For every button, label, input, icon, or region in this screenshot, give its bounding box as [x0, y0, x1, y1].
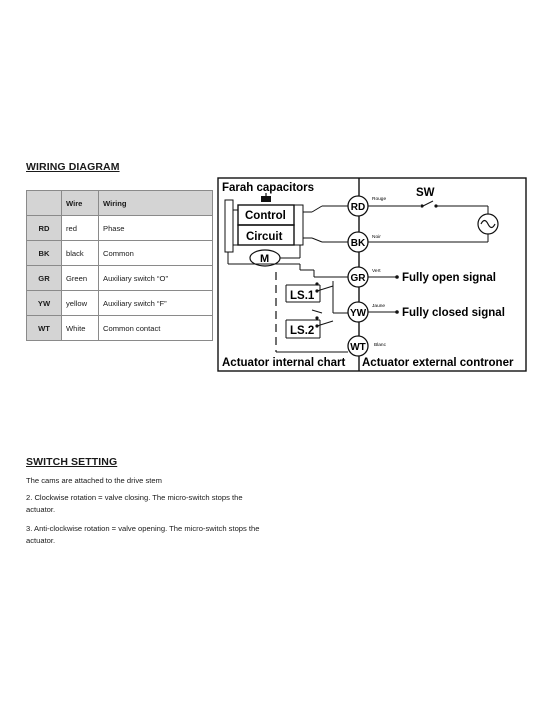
- connector-block: [293, 204, 304, 246]
- terminal-bk: BK: [347, 231, 369, 253]
- wire-code: GR: [26, 265, 62, 291]
- table-row: GR Green Auxiliary switch “O”: [26, 265, 213, 291]
- terminal-wt: WT: [347, 335, 369, 357]
- motor-label: M: [260, 253, 269, 265]
- terminal-rd: RD: [347, 195, 369, 217]
- terminal-gr-label: GR: [351, 273, 367, 284]
- table-header-wiring: Wiring: [98, 190, 213, 216]
- capacitor-cell: [224, 199, 234, 253]
- wiring-diagram-heading: WIRING DIAGRAM: [26, 161, 120, 173]
- terminal-bk-label: BK: [351, 238, 366, 249]
- wire-function: Phase: [98, 215, 213, 241]
- switch-paragraph-2: 2. Clockwise rotation = valve closing. T…: [26, 493, 243, 514]
- terminal-gr: GR: [347, 266, 369, 288]
- ls1-label: LS.1: [290, 290, 315, 302]
- table-header-row: Wire Wiring: [26, 190, 213, 216]
- terminal-note-rouge: Rouge: [372, 196, 386, 202]
- sw-label: SW: [416, 187, 435, 199]
- wire-function: Auxiliary switch “F”: [98, 290, 213, 316]
- switch-paragraph-3: 3. Anti-clockwise rotation = valve openi…: [26, 524, 260, 545]
- table-row: YW yellow Auxiliary switch “F”: [26, 290, 213, 316]
- terminal-note-vert: Vert: [372, 268, 381, 274]
- table-row: WT White Common contact: [26, 315, 213, 341]
- terminal-rd-label: RD: [351, 202, 365, 213]
- terminal-yw-label: YW: [350, 308, 367, 319]
- closed-signal-label: Fully closed signal: [402, 307, 505, 319]
- capacitors-label: Farah capacitors: [222, 182, 314, 194]
- wire-function: Common: [98, 240, 213, 266]
- wire-function: Auxiliary switch “O”: [98, 265, 213, 291]
- switch-contact-icon: [420, 204, 424, 208]
- external-controller-label: Actuator external controner: [362, 357, 514, 369]
- ac-source-icon: [477, 213, 499, 235]
- closed-signal-dot-icon: [395, 310, 399, 314]
- table-row: RD red Phase: [26, 215, 213, 241]
- open-signal-label: Fully open signal: [402, 272, 496, 284]
- ls2-contact-icon: [315, 316, 319, 320]
- terminal-wt-label: WT: [350, 342, 366, 353]
- wire-code: WT: [26, 315, 62, 341]
- internal-chart-label: Actuator internal chart: [222, 357, 345, 369]
- switch-paragraph-1: The cams are attached to the drive stem: [26, 476, 162, 485]
- wire-function: Common contact: [98, 315, 213, 341]
- wire-color: Green: [61, 265, 99, 291]
- terminal-note-blanc: Blanc: [374, 342, 387, 348]
- terminal-yw: YW: [347, 301, 369, 323]
- schematic-frame: [217, 177, 527, 372]
- wiring-table: Wire Wiring RD red Phase BK black Common…: [26, 190, 213, 341]
- control-label: Control: [245, 210, 286, 222]
- ls1-contact-icon: [315, 282, 319, 286]
- open-signal-dot-icon: [395, 275, 399, 279]
- terminal-note-jaune: Jaune: [372, 303, 385, 309]
- circuit-label: Circuit: [246, 231, 283, 243]
- terminal-note-noir: Noir: [372, 234, 381, 240]
- table-row: BK black Common: [26, 240, 213, 266]
- ls2-label: LS.2: [290, 325, 314, 337]
- switch-setting-heading: SWITCH SETTING: [26, 456, 118, 468]
- capacitor-terminal: [261, 196, 271, 202]
- wire-code: YW: [26, 290, 62, 316]
- wire-code: RD: [26, 215, 62, 241]
